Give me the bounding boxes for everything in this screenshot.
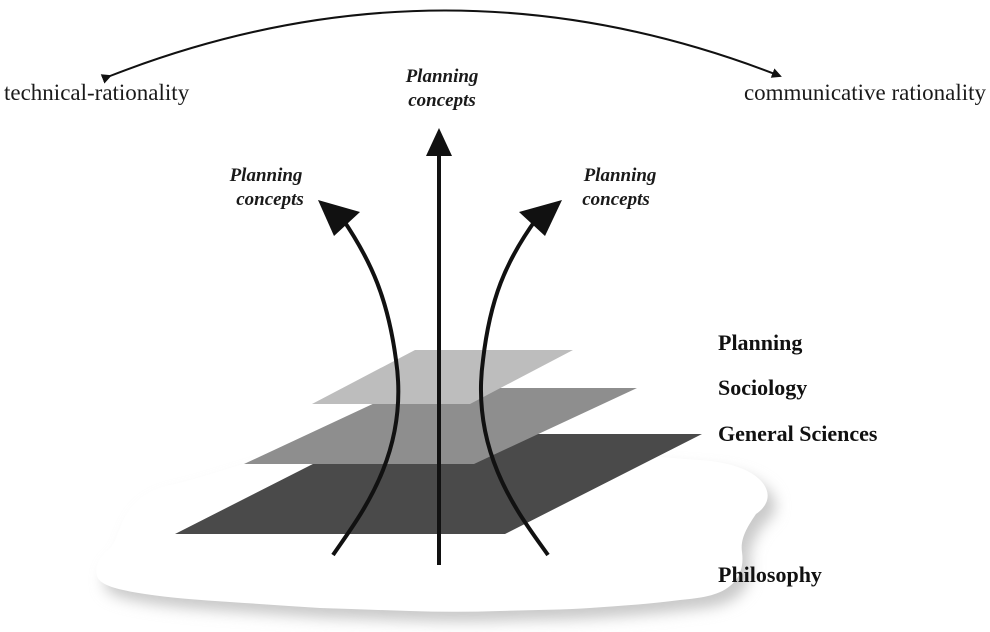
left-arrowhead bbox=[318, 200, 360, 236]
center-concepts-label-line2: concepts bbox=[408, 90, 476, 111]
left-concepts-label-line1: Planning bbox=[229, 165, 303, 186]
right-arrowhead bbox=[519, 200, 562, 236]
layer-label-sociology: Sociology bbox=[718, 375, 807, 400]
center-concepts-label-line1: Planning bbox=[405, 66, 479, 87]
left-concepts-arrow bbox=[331, 216, 401, 557]
layer-label-philosophy: Philosophy bbox=[718, 562, 822, 587]
right-concepts-arrow bbox=[479, 216, 550, 557]
layer-plane-planning bbox=[312, 350, 573, 404]
right-concepts-label-line2: concepts bbox=[582, 189, 650, 210]
layer-label-planning: Planning bbox=[718, 330, 802, 355]
communicative-rationality-label: communicative rationality bbox=[744, 80, 987, 105]
technical-rationality-label: technical-rationality bbox=[4, 80, 190, 105]
rationality-spectrum-arc bbox=[100, 9, 782, 84]
left-concepts-label-line2: concepts bbox=[236, 189, 304, 210]
center-arrowhead bbox=[426, 128, 452, 156]
right-concepts-label-line1: Planning bbox=[583, 165, 657, 186]
layer-label-general-sciences: General Sciences bbox=[718, 421, 878, 446]
